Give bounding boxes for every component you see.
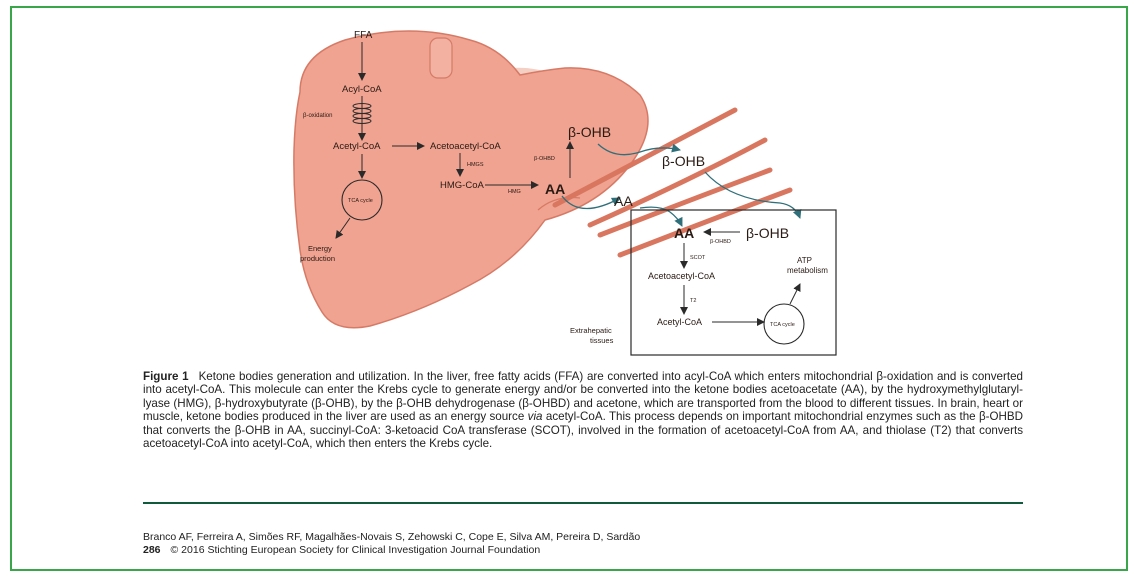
tissue-bohb-label: β-OHB — [746, 225, 789, 241]
vena-cava — [430, 38, 452, 78]
tissue-tca-label: TCA cycle — [770, 322, 795, 328]
author-list: Branco AF, Ferreira A, Simões RF, Magalh… — [143, 531, 640, 543]
caption-via: via — [528, 410, 543, 423]
blood-bohb-label: β-OHB — [662, 153, 705, 169]
hmgs-label: HMGS — [467, 162, 484, 168]
tissue-aa-label: AA — [674, 225, 694, 241]
ffa-label: FFA — [354, 30, 373, 41]
t2-label: T2 — [690, 298, 696, 304]
page-number: 286 — [143, 544, 161, 556]
liver-bohbd-label: β-OHBD — [534, 156, 555, 162]
tissue-acetyl-coa-label: Acetyl-CoA — [657, 317, 702, 327]
scot-label: SCOT — [690, 255, 706, 261]
tissue-acetoacetyl-coa-label: Acetoacetyl-CoA — [648, 271, 715, 281]
hmg-coa-label: HMG-CoA — [440, 180, 484, 191]
atp-label-1: ATP — [797, 256, 812, 265]
liver-tca-label: TCA cycle — [348, 198, 373, 204]
atp-label-2: metabolism — [787, 266, 828, 275]
acyl-coa-label: Acyl-CoA — [342, 84, 382, 95]
energy-production-label-1: Energy — [308, 244, 332, 253]
footer-line: 286 © 2016 Stichting European Society for… — [143, 544, 540, 556]
ketone-diagram: FFA Acyl-CoA β-oxidation Acetyl-CoA Acet… — [0, 0, 1141, 365]
hmg-label: HMG — [508, 189, 521, 195]
blood-aa-label: AA — [614, 193, 633, 209]
tca-to-atp-arrow — [790, 284, 800, 304]
liver-aa-label: AA — [545, 181, 565, 197]
acetyl-coa-label: Acetyl-CoA — [333, 141, 381, 152]
copyright-text: © 2016 Stichting European Society for Cl… — [171, 544, 541, 556]
figure-label: Figure 1 — [143, 370, 189, 383]
beta-oxidation-label: β-oxidation — [303, 113, 332, 119]
tissue-bohbd-label: β-OHBD — [710, 239, 731, 245]
energy-production-label-2: production — [300, 254, 335, 263]
caption-divider — [143, 502, 1023, 504]
liver-bohb-label: β-OHB — [568, 124, 611, 140]
extrahepatic-label-2: tissues — [590, 336, 614, 345]
acetoacetyl-coa-label: Acetoacetyl-CoA — [430, 141, 501, 152]
extrahepatic-label-1: Extrahepatic — [570, 326, 612, 335]
